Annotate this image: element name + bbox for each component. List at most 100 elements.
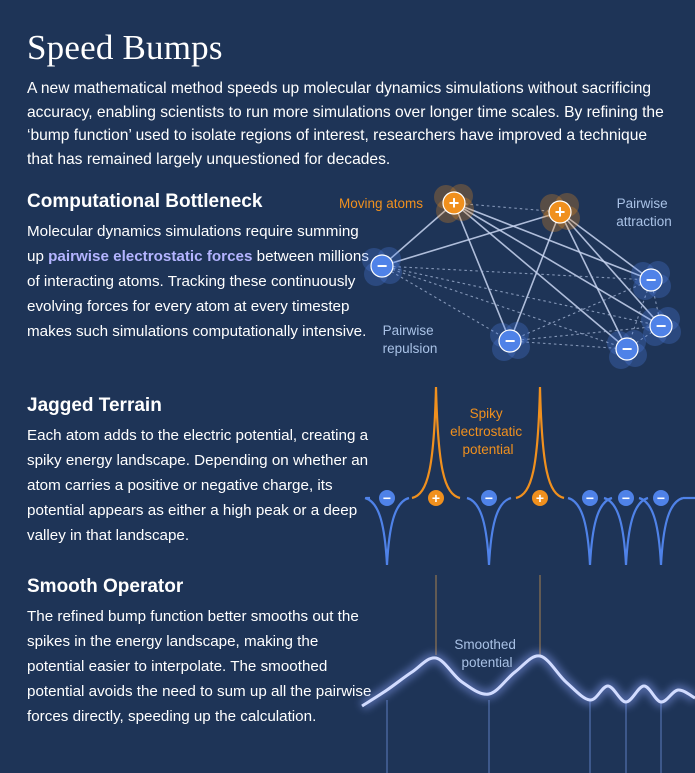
section-heading: Smooth Operator [27,576,184,597]
attraction-line [509,211,561,342]
minus-sign: − [586,490,594,506]
minus-sign: − [657,490,665,506]
repulsion-line [509,279,652,342]
negative-atom: − [631,261,671,300]
negative-valley [466,496,512,566]
repulsion-line [381,265,652,281]
spiky-potential-diagram: − + − + − − − Spiky electrostatic potential [364,386,695,566]
attraction-line [381,202,455,267]
minus-sign: − [646,270,657,290]
attraction-line [453,202,628,350]
attraction-line [381,211,561,267]
smoothed-potential-label-line: potential [461,655,512,670]
attraction-line [453,202,511,342]
negative-atom: − [641,307,681,346]
plus-sign: + [432,490,440,506]
charge-marker-circle [653,490,669,506]
smoothed-potential-glow [359,650,695,711]
minus-sign: − [377,256,388,276]
charge-marker-circle [428,490,444,506]
attraction-line [559,211,662,327]
positive-atom: + [434,184,474,223]
atom-network-diagram: + + − − − − − Moving atoms Pairwise attraction… [339,184,681,369]
plus-sign: + [449,193,460,213]
minus-sign: − [485,490,493,506]
atom-core [639,268,663,292]
attraction-line [559,211,628,350]
section-heading: Jagged Terrain [27,395,162,416]
negative-charge-marker: − [481,490,497,506]
charge-marker-circle [481,490,497,506]
negative-valley [638,496,684,566]
atom-core [442,191,466,215]
pairwise-force-lines [381,202,662,350]
atoms: + + − − − − − [362,184,681,369]
minus-sign: − [505,331,516,351]
negative-valley [603,496,649,566]
smoothed-potential-curve [361,654,695,708]
negative-charge-marker: − [618,490,634,506]
charge-marker-circle [582,490,598,506]
pairwise-attraction-label: Pairwise attraction [616,196,672,229]
smoothed-potential-label: Smoothed potential [454,637,519,670]
faded-spikes [386,575,662,773]
atom-core [498,329,522,353]
spiky-potential-label-line: electrostatic [450,424,522,439]
negative-charge-marker: − [582,490,598,506]
positive-charge-marker: + [532,490,548,506]
positive-peak [411,386,461,500]
section-heading: Computational Bottleneck [27,191,263,212]
positive-charge-marker: + [428,490,444,506]
negative-atom: − [490,322,530,361]
smoothed-potential-diagram: Smoothed potential [359,575,695,773]
pairwise-attraction-label-line: Pairwise [617,196,668,211]
negative-charge-marker: − [653,490,669,506]
minus-sign: − [622,339,633,359]
repulsion-line [381,265,662,327]
section-body: The refined bump function better smooths… [27,608,372,725]
pairwise-attraction-label-line: attraction [616,214,672,229]
pairwise-repulsion-label-line: Pairwise [383,323,434,338]
atom-core [615,337,639,361]
attraction-line [559,211,652,281]
section-jagged-terrain: Jagged Terrain Each atom adds to the ele… [27,395,372,548]
section-smooth-operator: Smooth Operator The refined bump functio… [27,576,372,729]
spiky-potential-label-line: potential [462,442,513,457]
atom-core [649,314,673,338]
highlight-pairwise-forces: pairwise electrostatic forces [48,248,253,265]
charge-markers: − + − + − − − [379,490,669,506]
section-body: Each atom adds to the electric potential… [27,427,369,544]
attraction-line [453,202,662,327]
charge-marker-circle [532,490,548,506]
negative-atom: − [607,330,647,369]
plus-sign: + [555,202,566,222]
page-title: Speed Bumps [27,28,223,67]
repulsion-line [626,279,652,350]
smoothed-potential-label-line: Smoothed [454,637,516,652]
negative-atom: − [362,247,402,286]
body-text-start: Molecular dynamics simulations require s… [27,223,359,265]
atom-core [548,200,572,224]
positive-atom: + [540,193,580,232]
pairwise-repulsion-label-line: repulsion [383,341,438,356]
minus-sign: − [383,490,391,506]
atom-core [370,254,394,278]
minus-sign: − [622,490,630,506]
minus-sign: − [656,316,667,336]
negative-charge-marker: − [379,490,395,506]
charge-marker-circle [379,490,395,506]
spiky-potential-curve [364,386,695,566]
charge-marker-circle [618,490,634,506]
negative-valley [364,496,410,566]
section-computational-bottleneck: Computational Bottleneck Molecular dynam… [27,191,372,344]
moving-atoms-label: Moving atoms [339,196,423,211]
repulsion-line [381,265,628,350]
intro-paragraph: A new mathematical method speeds up mole… [27,80,664,168]
spiky-potential-label: Spiky electrostatic potential [450,406,526,457]
spiky-potential-label-line: Spiky [470,406,503,421]
negative-valley [567,496,613,566]
section-body: Molecular dynamics simulations require s… [27,219,372,344]
pairwise-repulsion-label: Pairwise repulsion [383,323,438,356]
positive-peak [515,386,565,500]
